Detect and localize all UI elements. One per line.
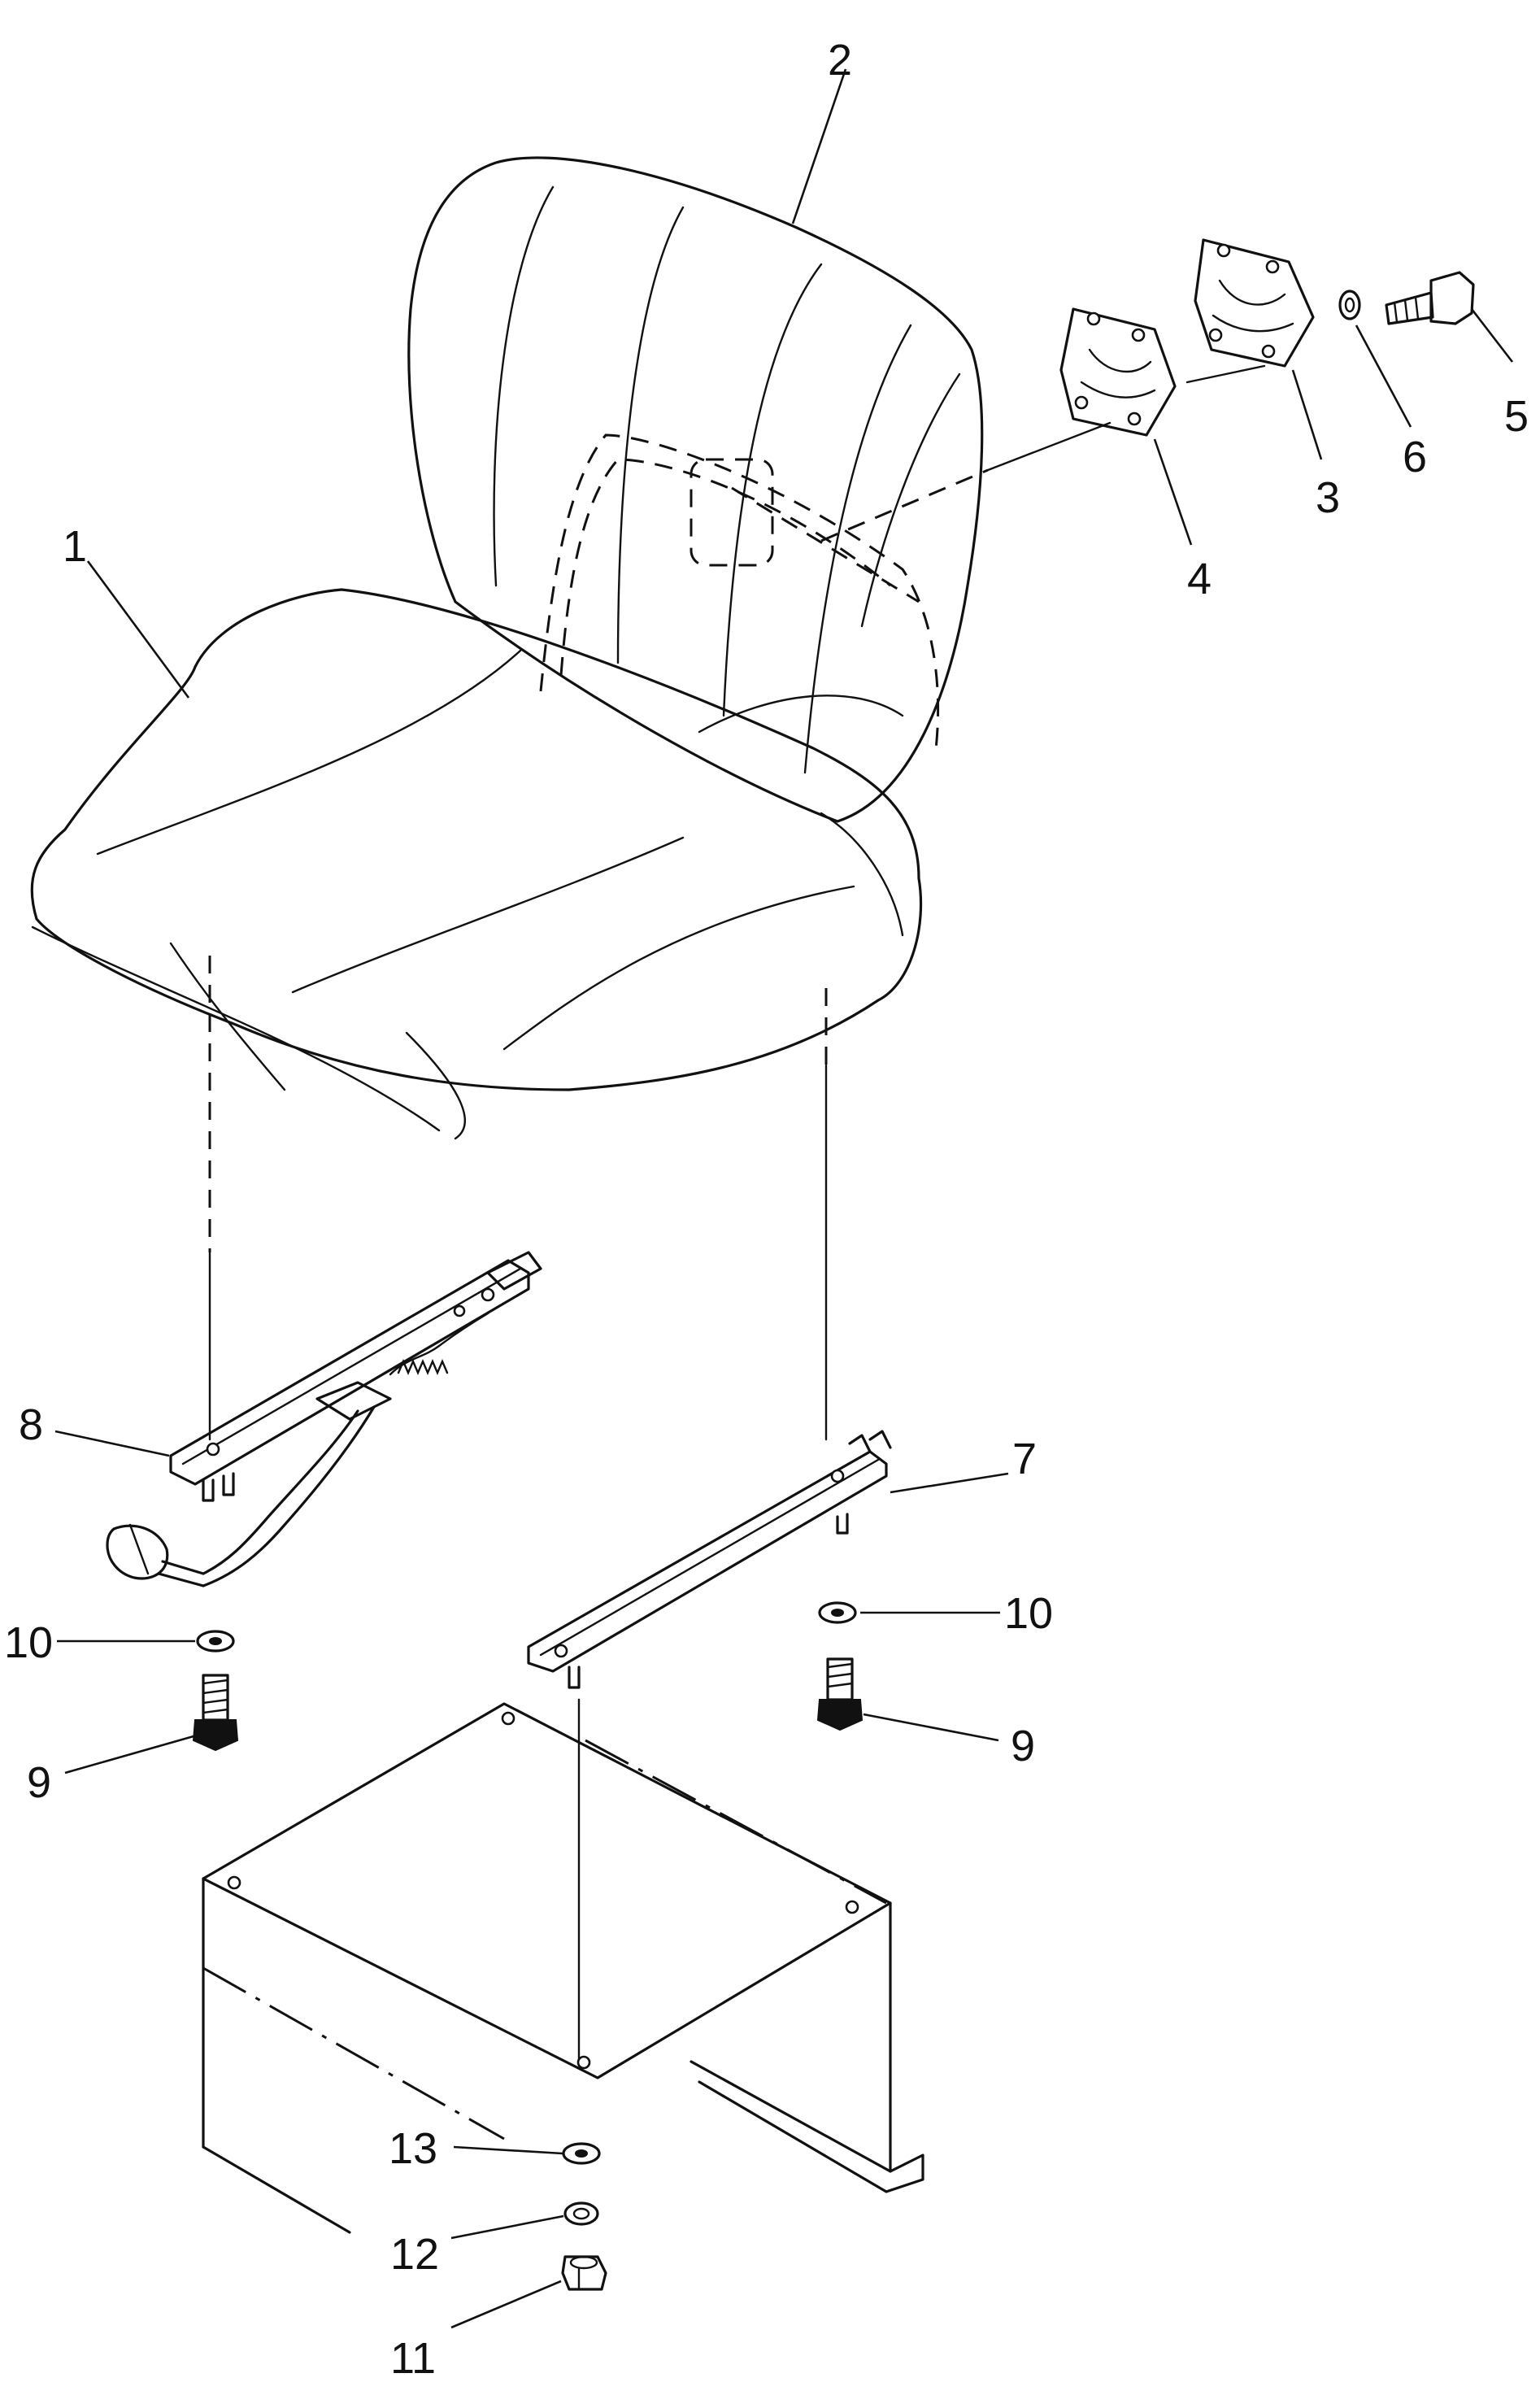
- bolt-9-right: [816, 1657, 864, 1731]
- seat-stand: [202, 1702, 924, 2234]
- bolt-5: [1385, 271, 1475, 325]
- callout-9-right: 9: [1011, 1722, 1035, 1770]
- washer-10-right: [818, 1601, 857, 1624]
- bracket-4: [1059, 307, 1177, 437]
- callout-4: 4: [1187, 555, 1212, 603]
- callout-6: 6: [1403, 433, 1427, 481]
- slide-rail-7: [527, 1430, 892, 1689]
- callout-8: 8: [19, 1400, 43, 1449]
- washer-13: [562, 2142, 601, 2165]
- washer-6: [1338, 290, 1361, 320]
- callout-2: 2: [828, 36, 852, 85]
- seat-backrest: [407, 156, 984, 823]
- washer-12: [563, 2201, 599, 2226]
- nut-11: [561, 2255, 607, 2291]
- callout-5: 5: [1504, 392, 1529, 441]
- assembly-center-lines: [208, 364, 1266, 2067]
- callout-9-left: 9: [27, 1758, 51, 1807]
- washer-10-left: [196, 1630, 235, 1653]
- slide-rail-8: [106, 1251, 542, 1587]
- bracket-3: [1194, 238, 1315, 368]
- bolt-9-left: [192, 1674, 239, 1752]
- callout-10-left: 10: [4, 1618, 53, 1667]
- callout-labels: 2 1 3 4 5 6 7 8 10 10 9 9 13 12 11: [4, 36, 1529, 2382]
- callout-13: 13: [389, 2124, 437, 2173]
- hidden-seat-frame: [208, 433, 989, 1252]
- callout-3: 3: [1316, 473, 1340, 522]
- callout-12: 12: [390, 2230, 439, 2279]
- callout-11: 11: [390, 2334, 436, 2382]
- leader-lines: [54, 68, 1514, 2329]
- callout-10-right: 10: [1004, 1589, 1053, 1638]
- seat-cushion: [30, 588, 923, 1140]
- callout-7: 7: [1012, 1435, 1037, 1483]
- callout-1: 1: [63, 522, 87, 571]
